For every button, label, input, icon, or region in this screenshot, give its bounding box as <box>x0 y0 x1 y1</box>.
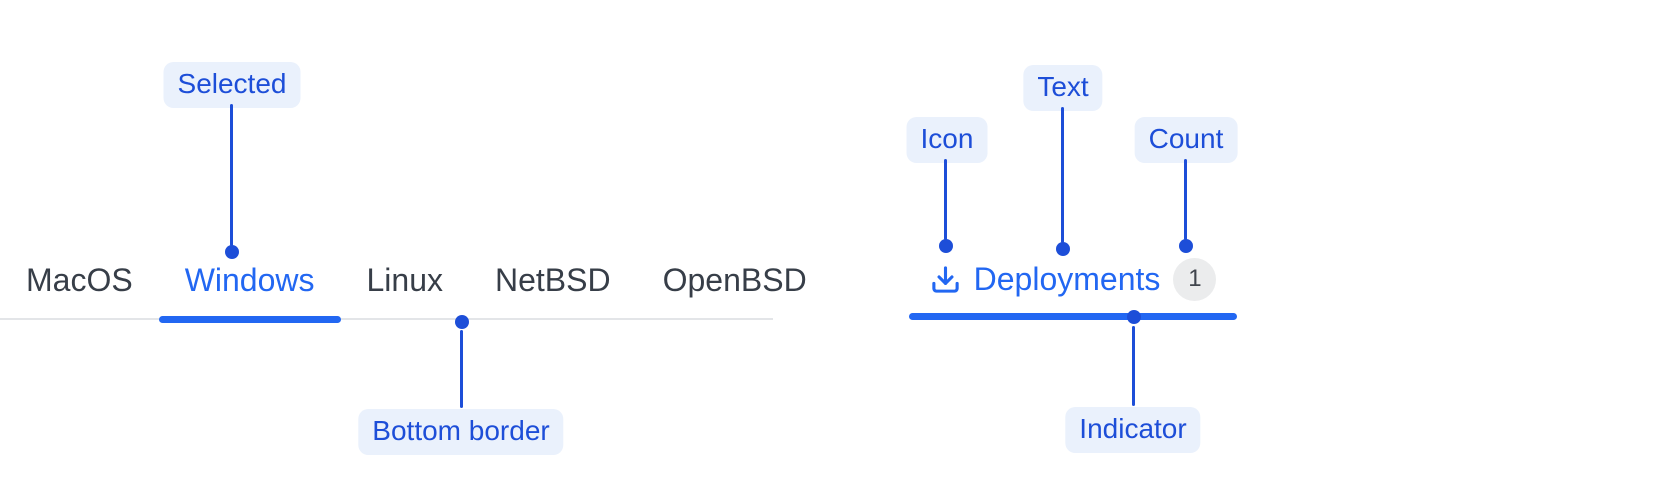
text-connector-line <box>1061 107 1064 243</box>
bottom-border-connector-dot <box>455 315 469 329</box>
indicator-callout-pill: Indicator <box>1065 407 1201 453</box>
download-icon <box>931 265 959 293</box>
icon-connector-dot <box>939 239 953 253</box>
indicator-connector-dot <box>1127 310 1141 324</box>
icon-callout-pill: Icon <box>906 117 988 163</box>
count-connector-line <box>1184 159 1187 240</box>
tab-netbsd[interactable]: NetBSD <box>495 261 611 298</box>
indicator-connector-line <box>1132 326 1135 406</box>
tab-windows[interactable]: Windows <box>158 250 341 323</box>
text-connector-dot <box>1056 242 1070 256</box>
tab-openbsd[interactable]: OpenBSD <box>662 261 807 298</box>
selected-connector-line <box>230 104 233 246</box>
count-badge: 1 <box>1173 257 1217 301</box>
selected-connector-dot <box>225 245 239 259</box>
bottom-border-connector-line <box>460 330 463 408</box>
count-connector-dot <box>1179 239 1193 253</box>
deployments-tab-label: Deployments <box>973 261 1161 297</box>
tab-macos[interactable]: MacOS <box>26 261 133 298</box>
bottom-border-callout-pill: Bottom border <box>358 409 564 455</box>
tab-bar: MacOS Windows Linux NetBSD OpenBSD <box>0 250 807 323</box>
deployments-tab[interactable]: Deployments 1 <box>909 245 1237 320</box>
tab-indicator <box>909 313 1237 320</box>
deployments-tab-content: Deployments 1 <box>909 245 1237 313</box>
count-callout-pill: Count <box>1134 117 1238 163</box>
tab-linux[interactable]: Linux <box>366 261 444 298</box>
icon-connector-line <box>944 159 947 240</box>
text-callout-pill: Text <box>1023 65 1103 111</box>
selected-callout-pill: Selected <box>163 62 301 108</box>
